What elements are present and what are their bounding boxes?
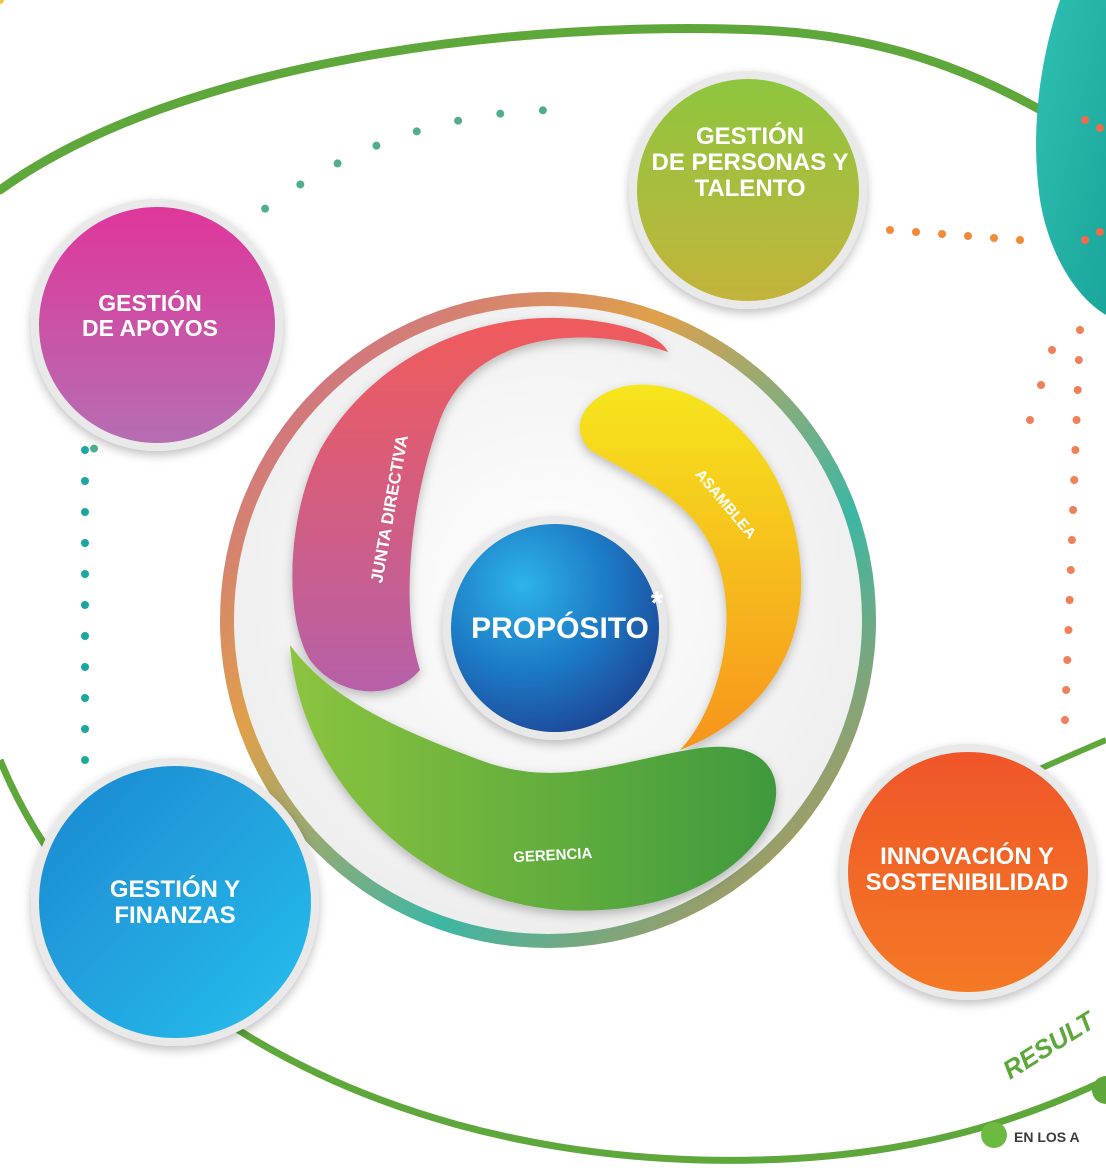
connector-dot — [81, 756, 89, 764]
connector-dot — [1064, 626, 1073, 634]
connector-dot — [1076, 326, 1084, 334]
segment-gerencia — [290, 645, 777, 911]
connector-dot — [333, 159, 342, 168]
center-circle — [443, 516, 667, 740]
connector-dot — [81, 632, 89, 640]
connector-dot — [0, 0, 4, 4]
connector-dot — [1081, 116, 1089, 124]
node-innovacion-circle — [840, 744, 1096, 1000]
connector-dot — [1069, 506, 1078, 514]
node-apoyos-label: GESTIÓN DE APOYOS — [82, 290, 218, 341]
connector-dot — [1061, 716, 1069, 724]
center-label: PROPÓSITO — [471, 611, 649, 645]
connector-dot — [81, 477, 89, 485]
connector-dot — [938, 230, 946, 238]
connector-dot — [1096, 124, 1104, 133]
connector-dot — [1073, 386, 1082, 394]
connector-dot — [1066, 566, 1075, 574]
connector-dot — [1026, 416, 1034, 424]
legend-dot-bottom — [981, 1122, 1007, 1148]
node-apoyos-circle — [31, 199, 283, 451]
connector-dot — [1070, 476, 1079, 484]
edge-label-result: RESULT — [997, 1004, 1101, 1085]
connector-dot — [81, 570, 89, 578]
connector-dot — [454, 116, 463, 125]
connector-dot — [81, 601, 89, 609]
connector-dot — [81, 694, 89, 702]
connector-dot — [1037, 381, 1045, 389]
connector-dot — [89, 444, 98, 453]
node-finanzas-label: GESTIÓN Y FINANZAS — [109, 876, 241, 929]
connector-dot — [81, 725, 89, 733]
connector-dot — [1096, 227, 1104, 236]
connector-dot — [81, 663, 89, 671]
connector-dot — [372, 141, 381, 150]
segment-junta-directiva — [292, 317, 668, 692]
connector-dot — [1074, 356, 1083, 364]
connector-dot — [412, 127, 421, 136]
connector-dot — [261, 204, 270, 213]
connector-dot — [496, 109, 505, 118]
connector-dot — [1072, 416, 1081, 424]
connector-dot — [1067, 536, 1076, 544]
connector-dot — [1063, 656, 1072, 664]
connector-dot — [1062, 686, 1071, 694]
edge-label-bottom: EN LOS A — [1014, 1129, 1080, 1145]
connector-dot — [1065, 596, 1074, 604]
connector-dot — [538, 106, 547, 115]
connector-dot — [886, 226, 894, 234]
node-personas-circle — [629, 71, 867, 309]
connector-dot — [1081, 236, 1089, 244]
connector-dot — [81, 446, 89, 454]
connector-dot — [990, 234, 998, 242]
legend-dot-top — [1092, 1076, 1106, 1104]
connector-dot — [912, 228, 920, 236]
label-gerencia: GERENCIA — [513, 845, 593, 866]
node-innovacion-label: INNOVACIÓN Y SOSTENIBILIDAD — [865, 843, 1069, 896]
connector-dot — [81, 539, 89, 547]
connector-dot — [296, 180, 305, 189]
connector-dot — [81, 508, 89, 516]
node-personas-label: GESTIÓN DE PERSONAS Y TALENTO — [651, 123, 849, 202]
teal-circle-partial — [1036, 0, 1106, 315]
connector-dot — [1071, 446, 1080, 454]
connector-dot — [1048, 346, 1056, 354]
connector-dot — [964, 232, 972, 240]
node-finanzas-circle — [31, 758, 319, 1046]
connector-dot — [1016, 236, 1024, 244]
outer-green-arc-top — [0, 24, 1106, 195]
center-asterisk: * — [651, 585, 664, 621]
segment-asamblea — [579, 384, 802, 750]
